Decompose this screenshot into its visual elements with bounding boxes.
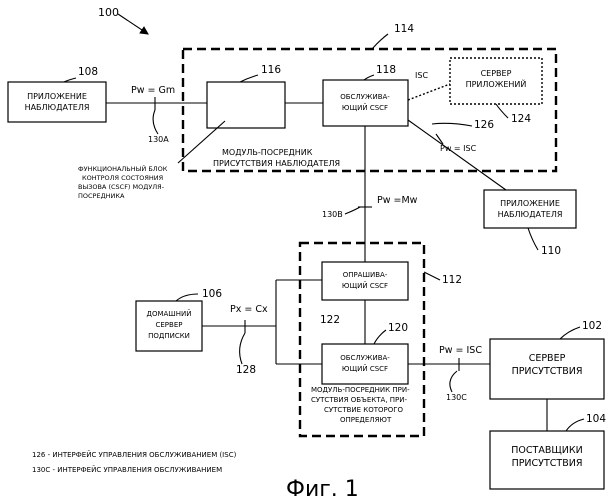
presence-server-line1: СЕРВЕР [529, 353, 566, 364]
interrogating-cscf-line1: ОПРАШИВА- [343, 271, 388, 279]
serving-cscf-bottom-line1: ОБСЛУЖИВА- [340, 354, 390, 362]
presence-server-leader [560, 327, 580, 339]
hss-line3: ПОДПИСКИ [148, 332, 190, 340]
proxy-note-line3: ВЫЗОВА (CSCF) МОДУЛЯ- [78, 183, 165, 191]
presentity-proxy-ref: 112 [442, 274, 462, 286]
system-ref-arrow [118, 14, 148, 34]
ref-130c-leader [450, 371, 457, 392]
watcher-app-right-ref: 110 [541, 245, 561, 257]
serving-cscf-top-leader [364, 75, 374, 80]
presence-providers-ref: 104 [586, 413, 606, 425]
proxy-block-box [207, 82, 285, 128]
serving-cscf-bottom-box [322, 344, 408, 384]
pw-gm-label: Pw = Gm [131, 85, 175, 96]
figure-caption: Фиг. 1 [286, 477, 359, 499]
interrogating-cscf-ref: 122 [320, 314, 340, 326]
proxy-note-leader [178, 121, 225, 163]
px-cx-label: Px = Cx [230, 304, 268, 315]
proxy-note-line1: ФУНКЦИОНАЛЬНЫЙ БЛОК [78, 164, 168, 173]
serving-cscf-top-line2: ЮЩИЙ CSCF [342, 103, 388, 112]
isc-top-label: ISC [415, 71, 428, 80]
presentity-proxy-label-4: ОПРЕДЕЛЯЮТ [340, 416, 392, 424]
proxy-note-line2: КОНТРОЛЯ СОСТОЯНИЯ [82, 174, 163, 182]
presentity-proxy-label-1: МОДУЛЬ-ПОСРЕДНИК ПРИ- [311, 386, 410, 394]
ref-128-leader [240, 333, 245, 364]
interrogating-cscf-box [322, 262, 408, 300]
watcher-proxy-ref: 114 [394, 23, 414, 35]
presentity-proxy-label-2: СУТСТВИЯ ОБЪЕКТА, ПРИ- [311, 396, 407, 404]
presence-providers-line1: ПОСТАВЩИКИ [511, 445, 582, 456]
watcher-app-left-line1: ПРИЛОЖЕНИЕ [27, 92, 87, 101]
pw-isc-bottom-label: Pw = ISC [439, 345, 482, 356]
watcher-app-right-line2: НАБЛЮДАТЕЛЯ [498, 210, 563, 219]
hss-ref: 106 [202, 288, 222, 300]
ref-130a: 130A [148, 135, 169, 144]
watcher-app-right-box [484, 190, 576, 228]
legend-item-130c: 130C - ИНТЕРФЕЙС УПРАВЛЕНИЯ ОБСЛУЖИВАНИЕ… [32, 465, 222, 474]
presentity-proxy-label-3: СУТСТВИЕ КОТОРОГО [324, 406, 404, 414]
ref-130b: 130B [322, 210, 343, 219]
hss-line1: ДОМАШНИЙ [146, 309, 191, 318]
presentity-proxy-leader [424, 272, 440, 280]
watcher-app-left-ref: 108 [78, 66, 98, 78]
presence-server-ref: 102 [582, 320, 602, 332]
presence-providers-leader [566, 419, 584, 431]
proxy-block-leader [240, 75, 258, 82]
serving-cscf-top-line1: ОБСЛУЖИВА- [340, 93, 390, 101]
app-server-leader [496, 104, 508, 118]
presence-server-line2: ПРИСУТСТВИЯ [512, 366, 583, 377]
ref-130a-leader [153, 110, 158, 134]
ref-128: 128 [236, 364, 256, 376]
proxy-note-line4: ПОСРЕДНИКА [78, 192, 125, 200]
proxy-block-ref: 116 [261, 64, 281, 76]
serving-cscf-top-ref: 118 [376, 64, 396, 76]
ref-126: 126 [474, 119, 494, 131]
watcher-proxy-leader [372, 34, 388, 49]
interrogating-cscf-line2: ЮЩИЙ CSCF [342, 281, 388, 290]
serving-cscf-bottom-ref: 120 [388, 322, 408, 334]
serving-cscf-top-box [323, 80, 408, 126]
ref-130c: 130C [446, 393, 467, 402]
app-server-ref: 124 [511, 113, 531, 125]
hss-leader [176, 294, 198, 301]
system-ref: 100 [98, 6, 119, 19]
watcher-app-left-line2: НАБЛЮДАТЕЛЯ [25, 103, 90, 112]
pw-isc-top-label: Pw = ISC [440, 144, 477, 153]
watcher-app-right-leader [528, 228, 538, 250]
watcher-proxy-label-2: ПРИСУТСТВИЯ НАБЛЮДАТЕЛЯ [213, 159, 340, 168]
serving-cscf-bottom-line2: ЮЩИЙ CSCF [342, 364, 388, 373]
link-118-124 [408, 84, 450, 100]
app-server-line2: ПРИЛОЖЕНИЙ [466, 78, 527, 89]
hss-line2: СЕРВЕР [156, 321, 183, 329]
watcher-proxy-label-1: МОДУЛЬ-ПОСРЕДНИК [222, 148, 313, 157]
pw-mw-label: Pw =Mw [377, 195, 418, 206]
presence-providers-line2: ПРИСУТСТВИЯ [512, 458, 583, 469]
watcher-app-left-box [8, 82, 106, 122]
serving-cscf-bottom-leader [374, 330, 386, 344]
app-server-line1: СЕРВЕР [481, 69, 512, 78]
ref-130b-leader [345, 207, 360, 214]
ref-126-leader [432, 123, 472, 126]
watcher-app-right-line1: ПРИЛОЖЕНИЕ [500, 199, 560, 208]
legend-item-126: 126 - ИНТЕРФЕЙС УПРАВЛЕНИЯ ОБСЛУЖИВАНИЕМ… [32, 450, 237, 459]
